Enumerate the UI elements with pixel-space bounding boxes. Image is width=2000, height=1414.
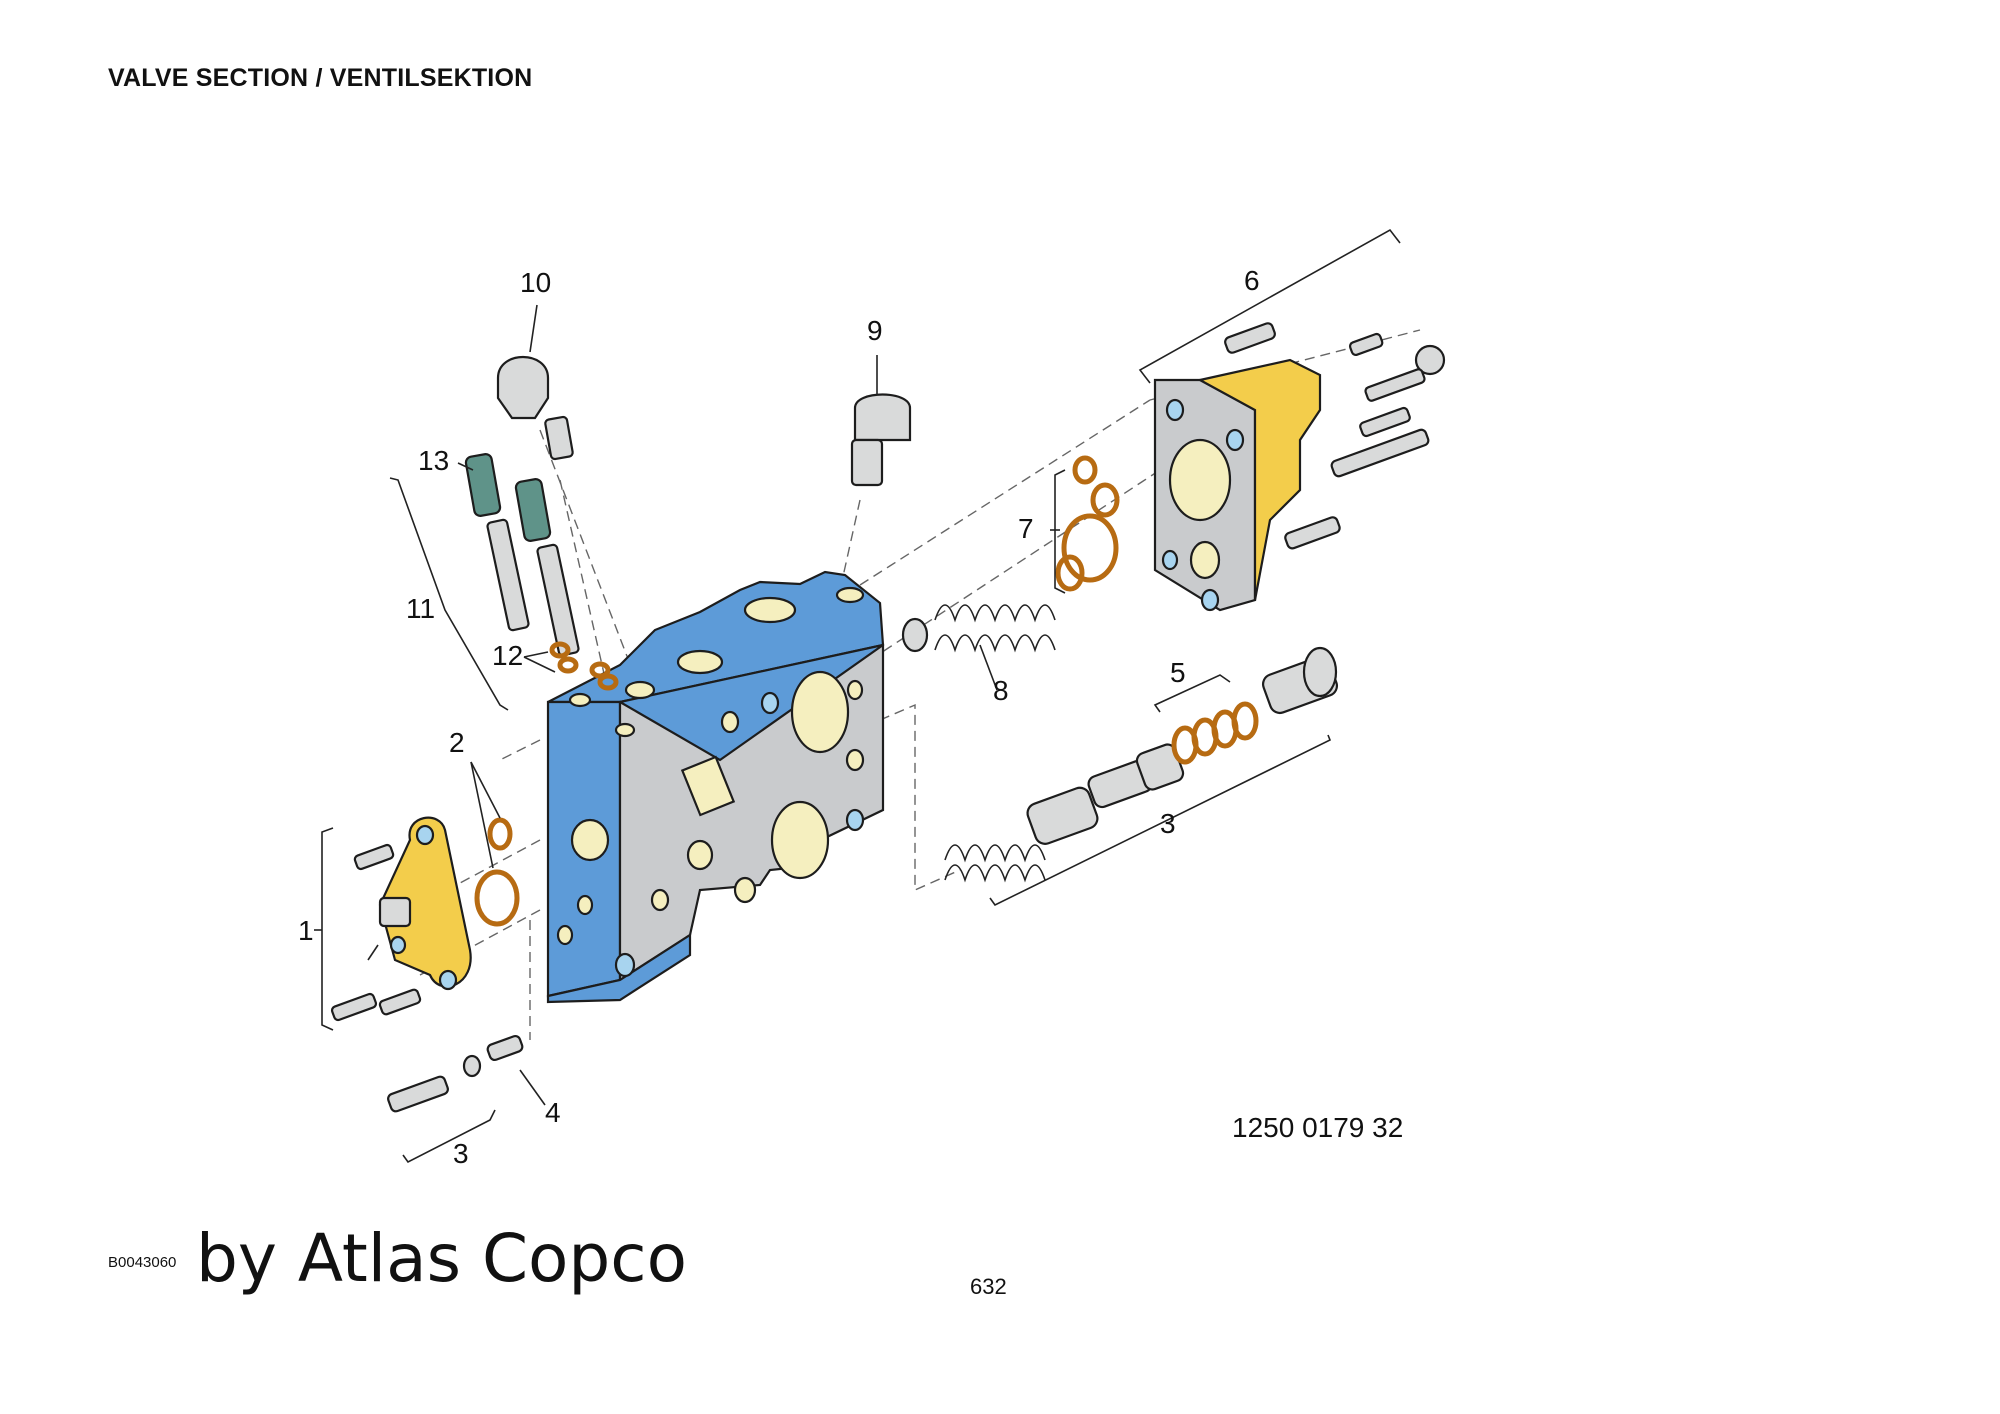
callout-10: 10 [520,267,551,298]
callout-6: 6 [1244,265,1260,296]
left-seals [474,817,520,927]
callout-4: 4 [545,1097,561,1128]
credit-text: by Atlas Copco [196,1220,687,1297]
callout-11: 11 [406,593,435,624]
image-code: B0043060 [108,1254,177,1271]
callout-1: 1 [298,915,314,946]
valve-housing [546,570,885,1004]
part-number: 1250 0179 32 [1232,1112,1404,1143]
page-number: 632 [970,1274,1007,1299]
callout-9: 9 [867,315,883,346]
callout-5: 5 [1170,657,1186,688]
callout-labels: 10 9 6 13 7 11 12 8 5 2 3 1 4 3 [298,265,1260,1169]
callout-3-right: 3 [1160,808,1176,839]
left-cover [330,816,472,1022]
callout-7: 7 [1018,513,1034,544]
callout-leaders [314,228,1401,1164]
callout-12: 12 [492,640,523,671]
spring-8 [901,604,1056,653]
top-plugs [496,356,912,487]
callout-2: 2 [449,727,465,758]
callout-8: 8 [993,675,1009,706]
spool-group [944,646,1339,883]
callout-3-left: 3 [453,1138,469,1169]
bottom-screws [387,1034,524,1113]
callout-13: 13 [418,445,449,476]
right-seals [1055,455,1120,592]
right-cover [1153,322,1446,612]
page-title: VALVE SECTION / VENTILSEKTION [108,64,533,92]
cartridges [464,453,619,691]
